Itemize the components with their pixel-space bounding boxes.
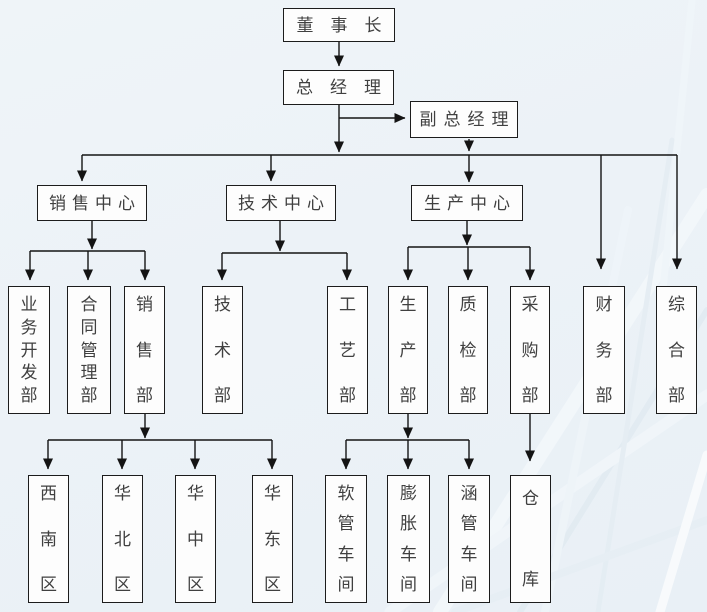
node-finance-dept: 财务部 [583, 286, 625, 414]
node-region-north: 华北区 [102, 475, 143, 603]
node-tech-center: 技术中心 [226, 185, 336, 221]
node-region-southwest: 西南区 [28, 475, 69, 603]
node-tech-dept: 技术部 [202, 286, 243, 414]
node-business-dev-dept: 业务开发部 [8, 286, 50, 414]
node-contract-mgmt-dept: 合同管理部 [67, 286, 111, 414]
node-warehouse: 仓库 [510, 475, 551, 603]
node-general-manager: 总经理 [283, 70, 394, 105]
node-production-dept: 生产部 [388, 286, 428, 414]
node-hose-workshop: 软管车间 [325, 475, 367, 603]
node-chairman: 董事长 [283, 8, 395, 42]
node-region-central: 华中区 [175, 475, 216, 603]
node-sales-center: 销售中心 [37, 185, 147, 221]
node-region-east: 华东区 [252, 475, 293, 603]
node-purchasing-dept: 采购部 [510, 286, 550, 414]
node-sales-dept: 销售部 [124, 286, 165, 414]
node-culvert-workshop: 涵管车间 [448, 475, 490, 603]
node-process-dept: 工艺部 [327, 286, 368, 414]
node-expansion-workshop: 膨胀车间 [387, 475, 430, 603]
node-deputy-general-manager: 副总经理 [410, 101, 518, 138]
node-general-affairs-dept: 综合部 [656, 286, 697, 414]
connectors [25, 42, 682, 470]
node-quality-dept: 质检部 [448, 286, 488, 414]
node-production-center: 生产中心 [411, 185, 523, 221]
